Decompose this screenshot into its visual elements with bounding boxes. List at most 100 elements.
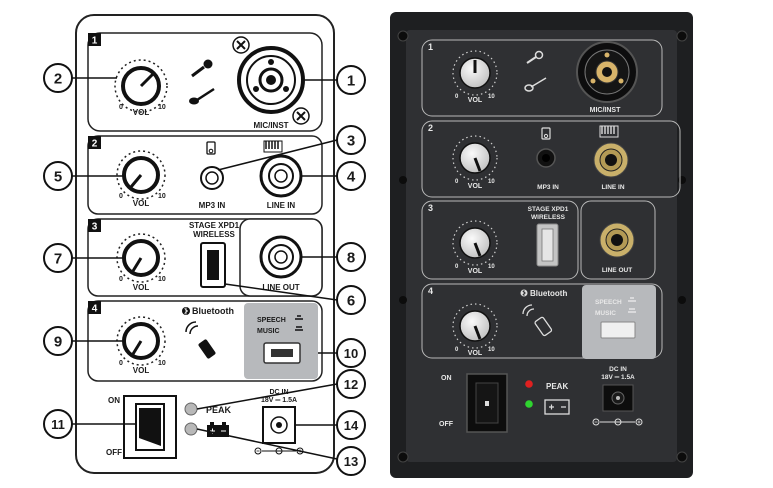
dc-voltage-label: 18V ═ 1.5A xyxy=(261,397,297,404)
screw-icon xyxy=(292,107,310,125)
right-device-panel: 1 0 VOL 10 MIC/INST 2 xyxy=(390,12,693,478)
bluetooth-icon xyxy=(520,289,528,297)
section-4-vol-max: 10 xyxy=(158,360,166,367)
callout-4: 4 xyxy=(336,161,366,191)
svg-text:11: 11 xyxy=(51,417,65,432)
guitar-icon xyxy=(189,87,215,105)
callout-2: 2 xyxy=(43,63,73,93)
r-mic-inst-label: MIC/INST xyxy=(590,107,621,114)
music-label: MUSIC xyxy=(257,328,280,335)
peak-led-top xyxy=(184,402,198,416)
section-2-vol-label: VOL xyxy=(133,199,150,208)
bluetooth-icon xyxy=(182,307,190,315)
battery-icon xyxy=(544,399,570,415)
callout-1: 1 xyxy=(336,65,366,95)
r-section-4-vol-max: 10 xyxy=(488,347,495,353)
callout-3: 3 xyxy=(336,125,366,155)
r-section-3-frame xyxy=(421,200,579,280)
r-line-out-jack xyxy=(599,222,635,258)
section-2-volume-knob xyxy=(116,150,166,200)
section-1-vol-min: 0 xyxy=(119,104,123,111)
section-2-badge xyxy=(88,136,101,149)
section-3-number: 3 xyxy=(92,222,98,233)
svg-text:2: 2 xyxy=(54,71,62,88)
wireless-label: WIRELESS xyxy=(193,230,235,239)
r-section-4-vol-label: VOL xyxy=(468,350,483,357)
r-speech-label: SPEECH xyxy=(595,299,622,306)
svg-text:6: 6 xyxy=(347,293,355,310)
screw-icon xyxy=(399,296,407,304)
r-section-2-vol-label: VOL xyxy=(468,183,483,190)
dc-in-jack xyxy=(262,406,296,444)
r-dc-voltage-label: 18V ═ 1.5A xyxy=(601,374,635,381)
section-3-vol-max: 10 xyxy=(158,276,166,283)
callout-14: 14 xyxy=(336,410,366,440)
callout-9: 9 xyxy=(43,326,73,356)
callout-10: 10 xyxy=(336,338,366,368)
peak-led-red xyxy=(525,380,533,388)
r-section-2-vol-min: 0 xyxy=(455,179,459,185)
r-section-2-volume-knob xyxy=(452,135,498,181)
section-1-volume-knob xyxy=(114,59,168,113)
callout-lines xyxy=(72,77,338,460)
svg-text:1: 1 xyxy=(347,73,355,90)
section-2-vol-min: 0 xyxy=(119,193,123,200)
r-line-out-label: LINE OUT xyxy=(602,267,632,274)
wireless-signal-icon xyxy=(522,304,535,317)
svg-text:13: 13 xyxy=(344,454,358,469)
screw-icon xyxy=(676,451,688,463)
r-peak-label: PEAK xyxy=(546,382,568,391)
svg-text:4: 4 xyxy=(347,169,356,186)
callout-7: 7 xyxy=(43,243,73,273)
guitar-icon xyxy=(524,77,547,92)
section-1-vol-max: 10 xyxy=(158,104,166,111)
line-out-jack xyxy=(259,235,303,279)
microphone-icon xyxy=(526,50,544,64)
r-section-3-vol-min: 0 xyxy=(455,264,459,270)
microphone-icon xyxy=(191,59,213,78)
section-2-vol-max: 10 xyxy=(158,193,166,200)
power-off-label: OFF xyxy=(106,448,122,457)
section-3-volume-knob xyxy=(116,233,166,283)
section-3-vol-label: VOL xyxy=(133,283,150,292)
mp3-player-icon xyxy=(541,127,551,140)
section-4-volume-knob xyxy=(116,316,166,366)
r-music-label: MUSIC xyxy=(595,310,616,317)
line-in-jack xyxy=(259,154,303,198)
r-bluetooth-label: Bluetooth xyxy=(530,289,567,298)
peak-label: PEAK xyxy=(206,405,232,415)
screw-icon xyxy=(232,36,250,54)
peak-led-bottom xyxy=(184,422,198,436)
callout-13: 13 xyxy=(336,446,366,476)
r-section-3-vol-max: 10 xyxy=(488,264,495,270)
r-mp3-in-label: MP3 IN xyxy=(537,184,559,191)
r-section-1-frame xyxy=(421,39,663,117)
keyboard-icon xyxy=(599,125,619,138)
speech-music-switch-panel: SPEECH MUSIC xyxy=(244,303,318,379)
svg-text:12: 12 xyxy=(344,377,358,392)
r-power-off-label: OFF xyxy=(439,421,454,428)
peak-led-green xyxy=(525,400,533,408)
mp3-in-jack xyxy=(200,166,224,190)
callout-6: 6 xyxy=(336,285,366,315)
r-speech-music-switch-panel: SPEECH MUSIC xyxy=(582,285,656,359)
screw-icon xyxy=(676,30,688,42)
dc-polarity-icon xyxy=(592,418,643,426)
r-section-1-volume-knob xyxy=(452,50,498,96)
r-section-2-number: 2 xyxy=(428,123,433,133)
screw-icon xyxy=(397,451,409,463)
r-line-out-frame xyxy=(580,200,656,280)
usb-wireless-port xyxy=(200,242,226,288)
line-out-label: LINE OUT xyxy=(262,283,299,292)
power-switch xyxy=(123,395,177,459)
mic-inst-label: MIC/INST xyxy=(253,121,288,130)
line-in-label: LINE IN xyxy=(267,201,296,210)
r-line-in-jack xyxy=(593,142,629,178)
svg-text:3: 3 xyxy=(347,133,355,150)
r-dc-in-jack xyxy=(602,384,634,412)
section-4-vol-label: VOL xyxy=(133,366,150,375)
r-line-in-label: LINE IN xyxy=(601,184,624,191)
callout-12: 12 xyxy=(336,369,366,399)
section-1-vol-label: VOL xyxy=(133,108,150,117)
